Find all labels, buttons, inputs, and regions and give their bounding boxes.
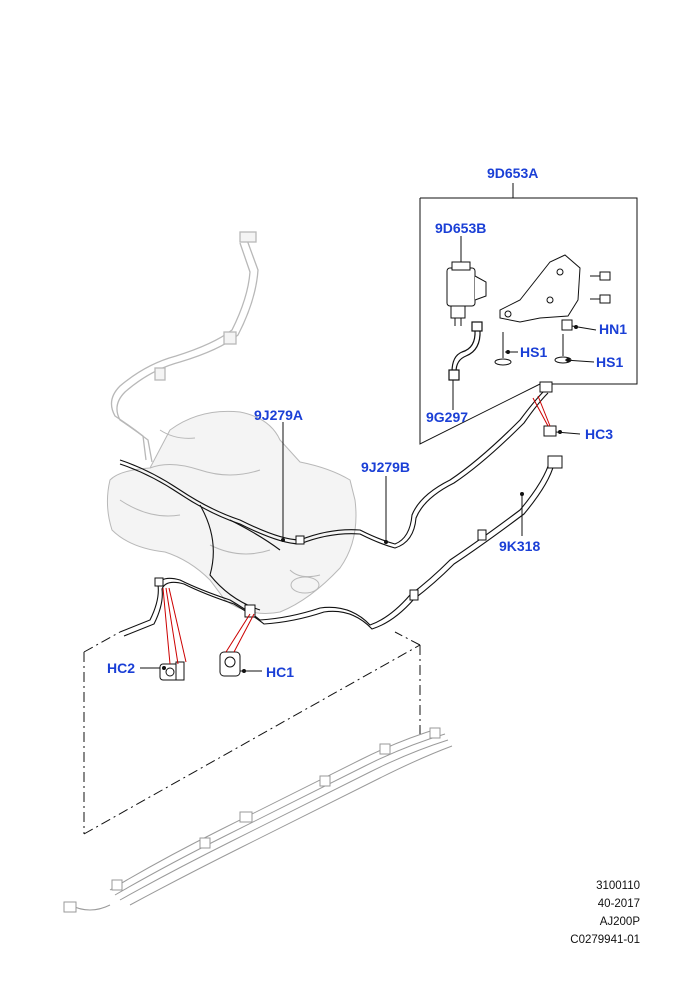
canister-bracket — [499, 254, 581, 323]
connector-end-9k318 — [547, 455, 563, 469]
footer-ref-2: 40-2017 — [597, 898, 640, 910]
callout-9k318: 9K318 — [499, 538, 540, 554]
callout-9g297: 9G297 — [426, 409, 468, 425]
nut-hn1 — [561, 319, 573, 331]
callout-hs1-b: HS1 — [596, 354, 623, 370]
detail-dashed-box — [83, 631, 421, 835]
red-leader-hc1 — [225, 613, 255, 653]
callout-hc2: HC2 — [107, 660, 135, 676]
callout-hn1: HN1 — [599, 321, 627, 337]
stud-hs1-a — [494, 332, 512, 366]
footer-ref-1: 3100110 — [596, 880, 640, 892]
clip-hc3 — [543, 425, 557, 437]
connector-end-9j279b — [539, 381, 553, 393]
footer-ref-4: C0279941-01 — [570, 934, 640, 946]
clip-hc2 — [159, 661, 185, 681]
callout-hc1: HC1 — [266, 664, 294, 680]
fuel-line-9j279 — [119, 389, 555, 637]
clip-hc1 — [219, 651, 241, 677]
box-9d653a-outline — [419, 197, 638, 445]
red-leader-hc2 — [162, 587, 187, 665]
bolt-icon — [590, 271, 611, 304]
filler-neck-ghost — [110, 231, 259, 463]
callout-hc3: HC3 — [585, 426, 613, 442]
hose-9g297 — [448, 321, 483, 381]
canister-9d653b — [446, 261, 487, 326]
callout-9d653b: 9D653B — [435, 220, 486, 236]
callout-hs1-a: HS1 — [520, 344, 547, 360]
fuel-tank-ghost — [106, 410, 357, 614]
footer-ref-3: AJ200P — [599, 916, 640, 928]
underbody-lines-ghost — [63, 727, 453, 913]
callout-9j279a: 9J279A — [254, 407, 303, 423]
callout-9j279b: 9J279B — [361, 459, 410, 475]
red-leader-hc3 — [532, 395, 551, 427]
callout-9d653a: 9D653A — [487, 165, 538, 181]
